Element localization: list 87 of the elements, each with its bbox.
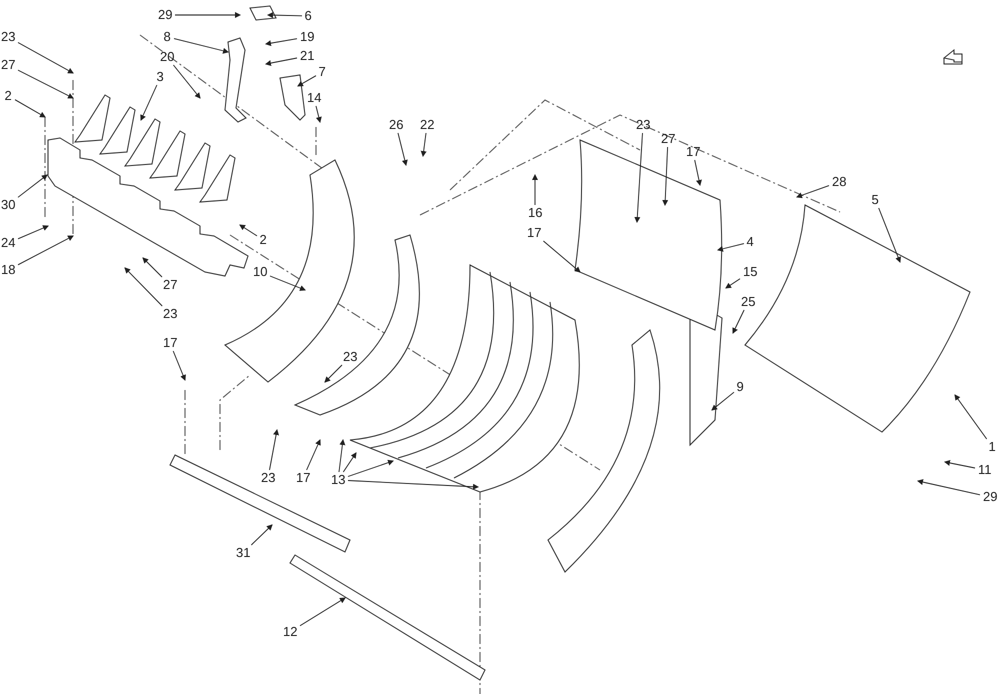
callout-number: 19 bbox=[299, 30, 316, 44]
callout-number: 31 bbox=[235, 546, 252, 560]
leader-line bbox=[694, 160, 702, 186]
callout-number: 18 bbox=[0, 263, 16, 277]
callout-number: 29 bbox=[982, 490, 998, 504]
callout-number: 21 bbox=[299, 49, 316, 63]
leader-line bbox=[172, 350, 186, 381]
callout-number: 6 bbox=[304, 9, 313, 23]
leader-line bbox=[662, 146, 668, 206]
leader-line bbox=[270, 276, 306, 291]
callout-number: 22 bbox=[419, 118, 436, 132]
leader-line bbox=[878, 208, 901, 263]
callout-number: 27 bbox=[0, 58, 16, 72]
leader-line bbox=[18, 225, 49, 240]
leader-line bbox=[18, 70, 74, 98]
callout-number: 10 bbox=[252, 265, 268, 279]
callout-number: 27 bbox=[660, 132, 676, 146]
callout-number: 26 bbox=[388, 118, 404, 132]
leader-line bbox=[796, 185, 830, 198]
callout-number: 23 bbox=[260, 471, 276, 485]
callout-number: 2 bbox=[258, 233, 268, 247]
callout-number: 23 bbox=[0, 30, 16, 44]
leader-line bbox=[174, 12, 241, 18]
leader-line bbox=[342, 452, 357, 472]
callout-number: 23 bbox=[342, 350, 358, 364]
leader-line bbox=[239, 224, 258, 236]
leader-line bbox=[124, 267, 163, 306]
leader-line bbox=[140, 84, 158, 121]
callout-number: 16 bbox=[527, 206, 544, 220]
leader-line bbox=[634, 132, 643, 223]
leader-line bbox=[420, 132, 427, 157]
callout-number: 11 bbox=[977, 463, 992, 477]
callout-number: 4 bbox=[746, 235, 755, 249]
leader-line bbox=[398, 132, 408, 166]
callout-number: 7 bbox=[318, 65, 327, 79]
leader-line bbox=[954, 394, 988, 440]
leader-line bbox=[348, 460, 394, 477]
callout-number: 30 bbox=[0, 198, 16, 212]
leader-line bbox=[265, 38, 298, 46]
leader-line bbox=[297, 75, 316, 86]
callout-number: 24 bbox=[0, 236, 16, 250]
callout-number: 9 bbox=[736, 380, 745, 394]
leader-line bbox=[267, 12, 302, 18]
leader-line bbox=[338, 439, 346, 472]
leader-line bbox=[542, 240, 581, 273]
leader-line bbox=[250, 524, 273, 546]
leader-line bbox=[717, 243, 744, 252]
leader-line bbox=[142, 257, 162, 278]
callout-number: 12 bbox=[282, 625, 298, 639]
callout-number: 17 bbox=[295, 471, 312, 485]
leader-line bbox=[18, 174, 48, 198]
leader-line bbox=[711, 392, 734, 411]
callout-number: 13 bbox=[330, 473, 346, 487]
leader-line bbox=[725, 278, 740, 289]
callout-number: 17 bbox=[526, 226, 542, 240]
leader-line bbox=[732, 310, 745, 334]
callout-number: 17 bbox=[685, 145, 702, 159]
callout-number: 29 bbox=[157, 8, 174, 22]
leader-line bbox=[348, 480, 479, 490]
callout-number: 25 bbox=[740, 295, 756, 309]
callout-number: 23 bbox=[162, 307, 178, 321]
callout-number: 17 bbox=[162, 336, 178, 350]
callout-number: 20 bbox=[159, 50, 176, 64]
leader-line bbox=[265, 58, 298, 66]
callout-number: 2 bbox=[4, 89, 13, 103]
leader-line bbox=[172, 64, 201, 99]
callout-number: 1 bbox=[988, 440, 997, 454]
leader-line bbox=[532, 174, 538, 206]
leader-line bbox=[316, 106, 322, 123]
leader-line bbox=[174, 38, 229, 54]
leader-line bbox=[18, 236, 74, 266]
callout-number: 23 bbox=[635, 118, 652, 132]
callout-number: 3 bbox=[156, 70, 165, 84]
callout-number: 8 bbox=[162, 30, 172, 44]
leader-line bbox=[944, 460, 976, 468]
leader-line bbox=[14, 99, 46, 118]
leader-line bbox=[324, 364, 342, 383]
leader-line bbox=[306, 439, 321, 470]
callout-number: 27 bbox=[162, 278, 178, 292]
leader-line bbox=[300, 597, 346, 626]
leader-line bbox=[917, 479, 980, 496]
callout-number: 28 bbox=[831, 175, 848, 189]
leader-line bbox=[18, 42, 74, 74]
leader-line bbox=[269, 429, 280, 470]
callout-number: 14 bbox=[306, 91, 322, 105]
callout-number: 15 bbox=[742, 265, 758, 279]
callout-number: 5 bbox=[870, 193, 880, 207]
